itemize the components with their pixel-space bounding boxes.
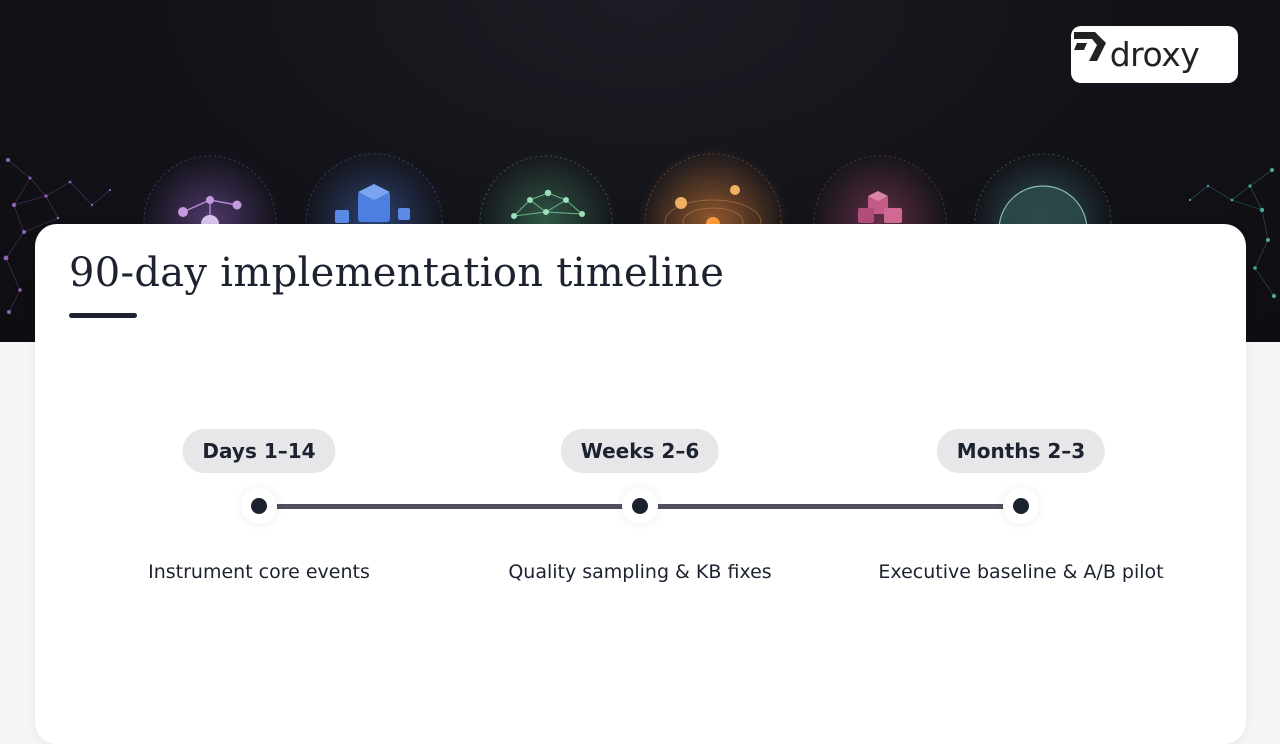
timeline-node xyxy=(251,498,267,514)
phase-pill: Weeks 2–6 xyxy=(560,429,720,473)
timeline-connector-2 xyxy=(656,504,1006,509)
phase-pill: Months 2–3 xyxy=(936,429,1106,473)
droxy-logo[interactable]: droxy xyxy=(1071,26,1238,83)
timeline-connector-1 xyxy=(275,504,625,509)
droxy-logo-icon xyxy=(1074,32,1106,61)
timeline-node xyxy=(632,498,648,514)
milestone-description: Executive baseline & A/B pilot xyxy=(878,561,1164,583)
milestone-description: Quality sampling & KB fixes xyxy=(508,561,772,583)
title-underline xyxy=(69,313,137,318)
content-card: 90-day implementation timeline Days 1–14… xyxy=(35,224,1246,744)
brand-name: droxy xyxy=(1109,35,1200,74)
page-title: 90-day implementation timeline xyxy=(69,250,725,296)
phase-pill: Days 1–14 xyxy=(182,429,336,473)
milestone-description: Instrument core events xyxy=(148,561,370,583)
timeline-node xyxy=(1013,498,1029,514)
